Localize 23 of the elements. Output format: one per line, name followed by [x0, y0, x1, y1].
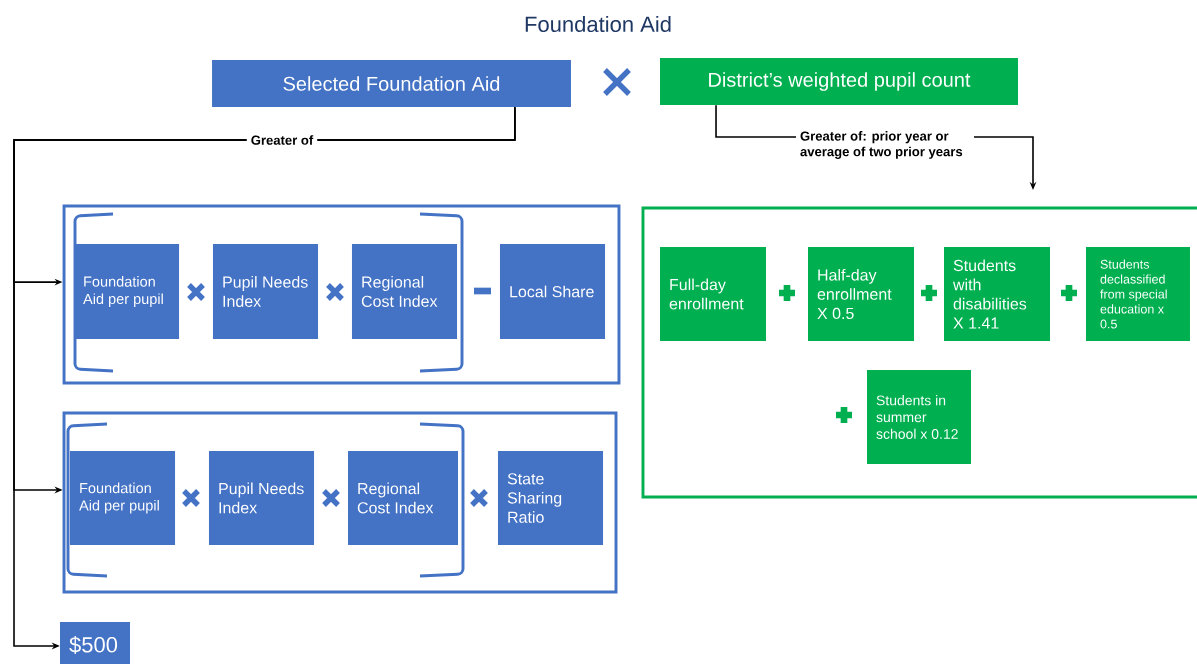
- process-box: Pupil Needs Index: [212, 244, 319, 339]
- group-frame: [641, 206, 1197, 499]
- process-box: Foundation Aid per pupil: [70, 451, 176, 545]
- process-box: State Sharing Ratio: [497, 451, 604, 545]
- process-box: Pupil Needs Index: [209, 451, 315, 545]
- process-box: Students with disabilities X 1.41: [944, 247, 1050, 341]
- process-box: Regional Cost Index: [348, 451, 458, 545]
- process-box: Foundation Aid per pupil: [74, 244, 180, 339]
- title: Foundation Aid: [525, 15, 671, 33]
- process-box: Selected Foundation Aid: [212, 60, 571, 107]
- process-box: Full-day enrollment: [660, 247, 766, 341]
- process-box: Half-day enrollment X 0.5: [808, 247, 914, 341]
- node-label: Foundation Aid per pupil: [79, 482, 159, 514]
- process-box: $500: [60, 622, 130, 664]
- process-box: Regional Cost Index: [351, 244, 458, 339]
- group-frame: [62, 411, 618, 594]
- edge-label: Greater of: [246, 131, 318, 149]
- process-box: Students in summer school x 0.12: [867, 370, 971, 464]
- process-box: Local Share: [499, 244, 606, 339]
- process-box: District’s weighted pupil count: [660, 58, 1018, 105]
- edge-label: Greater of: prior year or average of two prior years: [796, 127, 974, 163]
- group-frame: [62, 204, 621, 385]
- process-box: Students declassified from special education x 0.5: [1086, 247, 1190, 341]
